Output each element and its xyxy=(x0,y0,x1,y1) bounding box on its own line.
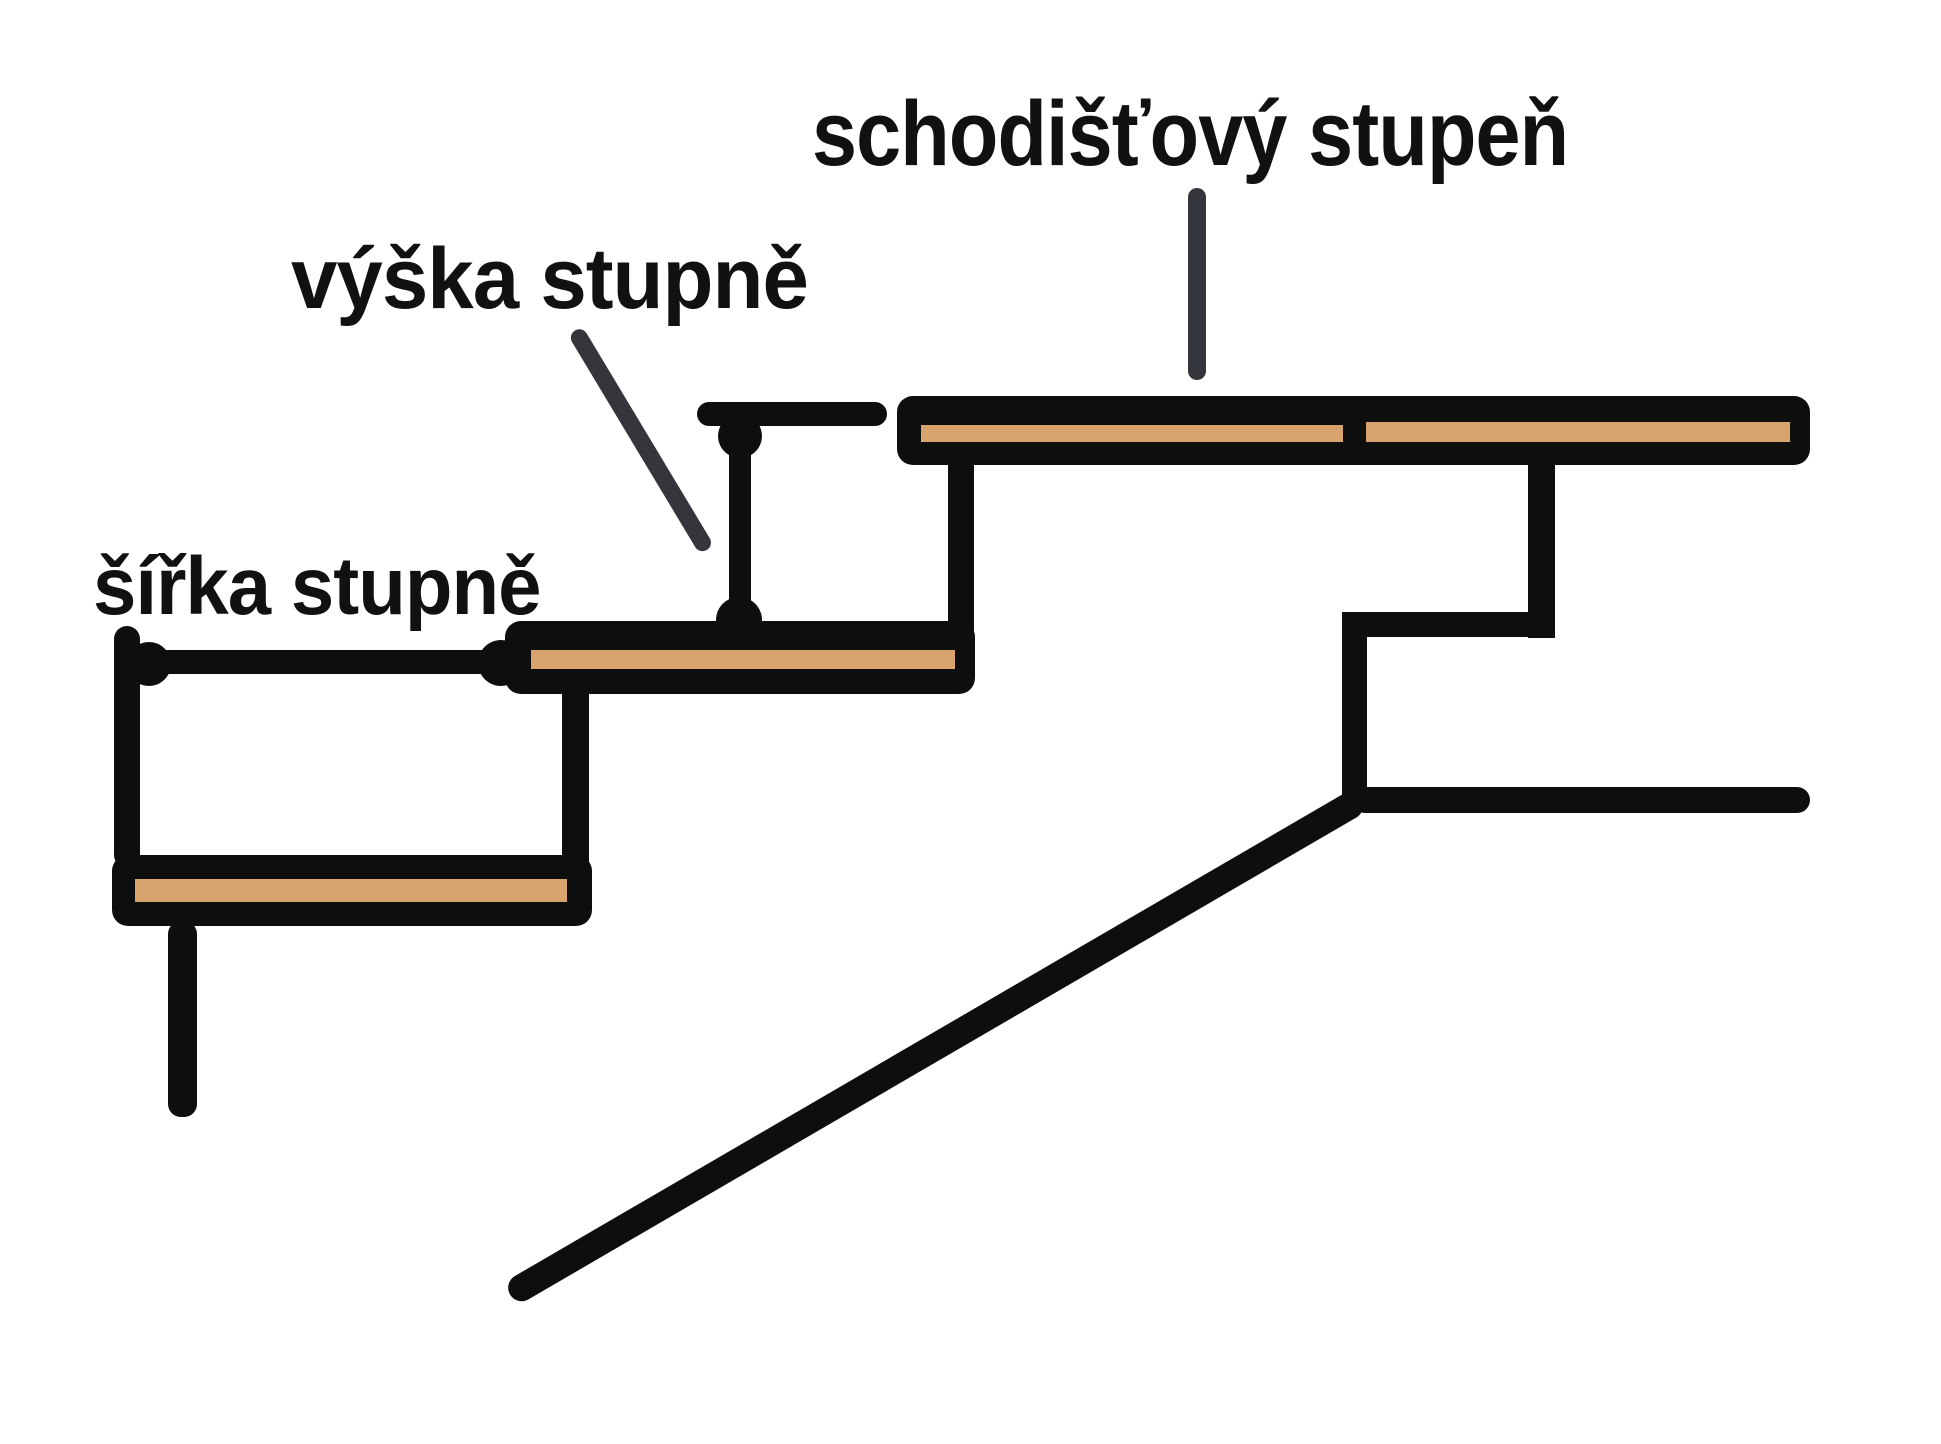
step-title-label: schodišťový stupeň xyxy=(812,83,1569,185)
riser-height-label: výška stupně xyxy=(291,231,809,327)
title-pointer-line xyxy=(1188,188,1206,380)
tread-width-label: šířka stupně xyxy=(93,541,541,632)
riser-height-pointer-line xyxy=(567,326,715,555)
lower-tread-surface xyxy=(135,879,567,902)
right-stringer-upper-line xyxy=(1528,460,1555,638)
upper-riser-line xyxy=(948,455,974,651)
top-landing-tread-right-surface xyxy=(1366,422,1790,442)
right-stringer-step-horizontal xyxy=(1342,612,1555,637)
riser-height-dimension-line xyxy=(729,428,751,620)
tread-width-left-tick xyxy=(114,626,140,868)
tread-width-dimension-line xyxy=(140,650,500,674)
stringer-diagonal-line xyxy=(503,787,1369,1307)
lower-riser-line xyxy=(562,690,589,865)
lower-tread-tail-line xyxy=(168,921,197,1117)
riser-height-top-dot xyxy=(718,414,762,458)
right-stringer-step-vertical xyxy=(1342,612,1367,808)
middle-tread-surface xyxy=(531,650,955,669)
top-landing-tread-left-surface xyxy=(921,425,1343,442)
floor-line xyxy=(1352,787,1810,813)
